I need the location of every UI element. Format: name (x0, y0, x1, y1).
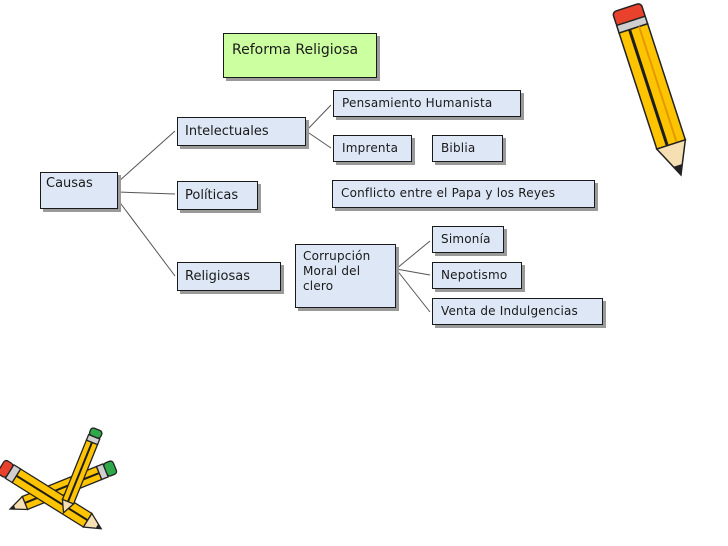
detail-label: Pensamiento Humanista (342, 96, 493, 110)
detail-pensamiento-humanista: Pensamiento Humanista (333, 90, 521, 117)
detail-label: Imprenta (342, 141, 399, 155)
detail-conflicto: Conflicto entre el Papa y los Reyes (332, 180, 595, 208)
category-label: Políticas (185, 188, 239, 203)
root-node-causas: Causas (40, 172, 118, 209)
detail-label: Corrupción Moral del clero (303, 249, 371, 293)
category-religiosas: Religiosas (177, 262, 281, 291)
detail-nepotismo: Nepotismo (432, 262, 522, 289)
detail-label: Conflicto entre el Papa y los Reyes (341, 186, 556, 200)
detail-label: Nepotismo (441, 268, 508, 282)
connector-corrupcion-nepotismo (395, 268, 431, 276)
category-label: Religiosas (185, 269, 250, 284)
detail-label: Biblia (441, 141, 476, 155)
detail-venta-indulgencias: Venta de Indulgencias (432, 298, 603, 325)
category-label: Intelectuales (185, 124, 269, 139)
title-box: Reforma Religiosa (223, 33, 377, 78)
detail-label: Venta de Indulgencias (441, 304, 578, 318)
detail-corrupcion-moral: Corrupción Moral del clero (295, 244, 396, 308)
connector-intelectuales-imprenta (305, 130, 332, 149)
connector-corrupcion-indulgencias (395, 268, 431, 313)
connector-causas-politicas (117, 191, 176, 195)
connector-causas-religiosas (117, 199, 176, 277)
category-politicas: Políticas (177, 181, 258, 210)
connector-corrupcion-simonia (395, 240, 431, 270)
connector-intelectuales-pensamiento (305, 104, 332, 132)
category-intelectuales: Intelectuales (177, 117, 306, 146)
root-label: Causas (46, 176, 93, 191)
connector-causas-intelectuales (117, 130, 176, 183)
title-text: Reforma Religiosa (232, 42, 359, 58)
detail-simonia: Simonía (432, 226, 504, 253)
detail-imprenta: Imprenta (333, 135, 412, 162)
detail-biblia: Biblia (432, 135, 503, 162)
detail-label: Simonía (441, 232, 491, 246)
